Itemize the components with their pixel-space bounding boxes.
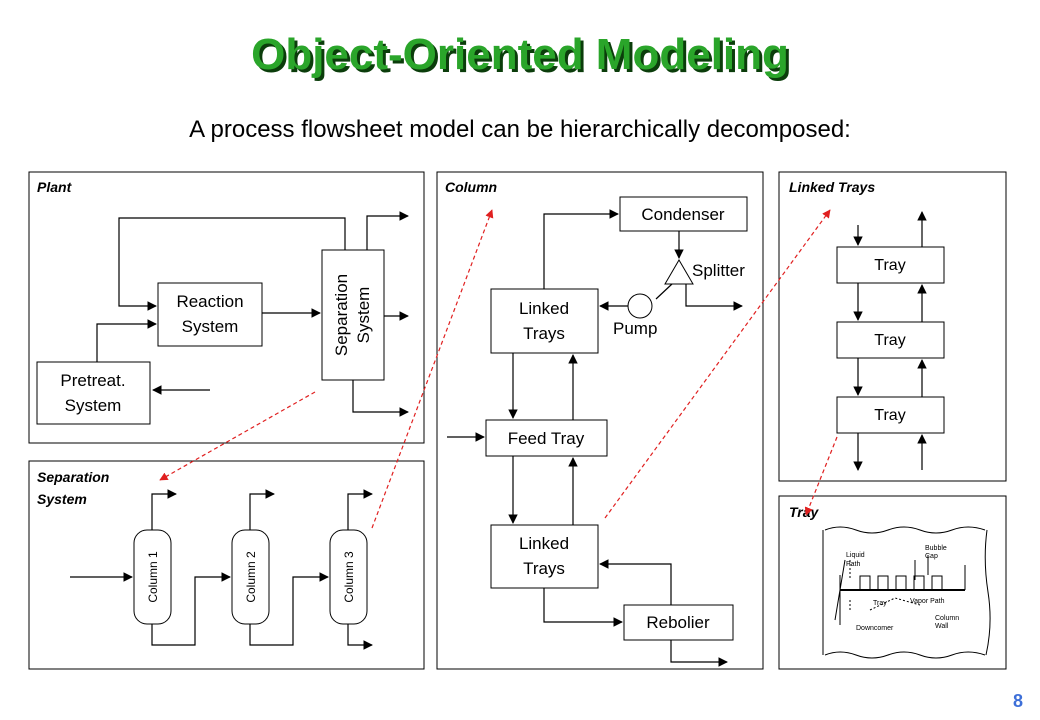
zoom-link-column xyxy=(371,209,494,529)
svg-text:System: System xyxy=(65,396,122,415)
slide-title: Object-Oriented Modeling xyxy=(251,30,789,79)
svg-text:Column: Column xyxy=(935,615,959,622)
svg-text:Trays: Trays xyxy=(523,324,565,343)
page-number: 8 xyxy=(1012,691,1023,711)
plant-panel-label: Plant xyxy=(37,179,73,195)
svg-text:System: System xyxy=(354,287,373,344)
linked-trays-panel-label: Linked Trays xyxy=(789,179,875,195)
svg-text:Trays: Trays xyxy=(523,559,565,578)
pump-label: Pump xyxy=(613,319,657,338)
tray-sketch xyxy=(822,526,991,659)
svg-text:Downcomer: Downcomer xyxy=(856,625,894,632)
tray-block-3: Tray xyxy=(836,396,945,434)
column-streams xyxy=(447,209,743,667)
linked-trays-bottom-block: Linked Trays xyxy=(490,524,599,589)
linked-trays-top-block: Linked Trays xyxy=(490,288,599,354)
tray-block-2: Tray xyxy=(836,321,945,359)
svg-text:Vapor Path: Vapor Path xyxy=(910,598,945,605)
svg-text:Wall: Wall xyxy=(935,623,949,630)
svg-text:Tray: Tray xyxy=(874,332,905,349)
svg-text:Rebolier: Rebolier xyxy=(646,613,710,632)
svg-text:Tray: Tray xyxy=(873,600,887,607)
separation-panel-label-line1: Separation xyxy=(37,469,109,485)
feed-tray-block: Feed Tray xyxy=(485,419,608,457)
slide-subtitle: A process flowsheet model can be hierarc… xyxy=(189,116,851,143)
svg-text:System: System xyxy=(182,317,239,336)
plant-streams xyxy=(96,211,409,417)
svg-text:Pretreat.: Pretreat. xyxy=(60,371,125,390)
svg-text:Column 3: Column 3 xyxy=(342,551,356,603)
zoom-link-separation xyxy=(159,391,316,481)
svg-text:Tray: Tray xyxy=(874,407,905,424)
separation-system-block: Separation System xyxy=(321,249,385,381)
reboiler-block: Rebolier xyxy=(623,604,734,641)
svg-text:Reaction: Reaction xyxy=(176,292,243,311)
svg-text:Feed Tray: Feed Tray xyxy=(508,429,585,448)
tray-block-1: Tray xyxy=(836,246,945,284)
svg-text:Liquid: Liquid xyxy=(846,552,865,559)
linked-trays-panel: Linked Trays Tray Tray Tray xyxy=(778,171,1007,482)
condenser-block: Condenser xyxy=(619,196,748,232)
separation-streams xyxy=(70,489,373,650)
svg-text:Linked: Linked xyxy=(519,299,569,318)
column-panel-label: Column xyxy=(445,179,497,195)
column-2: Column 2 xyxy=(231,529,270,625)
svg-text:Cap: Cap xyxy=(925,553,938,560)
separation-panel-label-line2: System xyxy=(37,491,87,507)
svg-text:Bubble: Bubble xyxy=(925,545,947,552)
zoom-link-linked-trays xyxy=(604,209,831,519)
svg-text:Path: Path xyxy=(846,561,861,568)
svg-text:Separation: Separation xyxy=(332,274,351,356)
splitter-label: Splitter xyxy=(692,261,745,280)
linked-trays-streams xyxy=(853,211,927,471)
svg-text:Condenser: Condenser xyxy=(641,205,725,224)
zoom-link-tray xyxy=(804,436,838,516)
zoom-links xyxy=(159,209,838,529)
splitter-symbol xyxy=(664,259,694,285)
plant-panel: Plant Reaction System Separation System … xyxy=(28,171,425,444)
svg-text:Linked: Linked xyxy=(519,534,569,553)
column-1: Column 1 xyxy=(133,529,172,625)
separation-system-panel: Separation System Column 1 Column 2 Colu… xyxy=(28,460,425,670)
column-panel: Column Condenser Splitter Pump Linked Tr… xyxy=(436,171,764,670)
svg-text:Column 1: Column 1 xyxy=(146,551,160,603)
svg-text:Tray: Tray xyxy=(874,257,905,274)
svg-text:Column 2: Column 2 xyxy=(244,551,258,603)
pump-symbol xyxy=(627,293,653,319)
tray-panel: Tray Liquid Path Bubble Cap Tray Vapor P… xyxy=(778,495,1007,670)
tray-panel-label: Tray xyxy=(789,504,820,520)
reaction-system-block: Reaction System xyxy=(157,282,263,347)
pretreat-system-block: Pretreat. System xyxy=(36,361,151,425)
column-3: Column 3 xyxy=(329,529,368,625)
